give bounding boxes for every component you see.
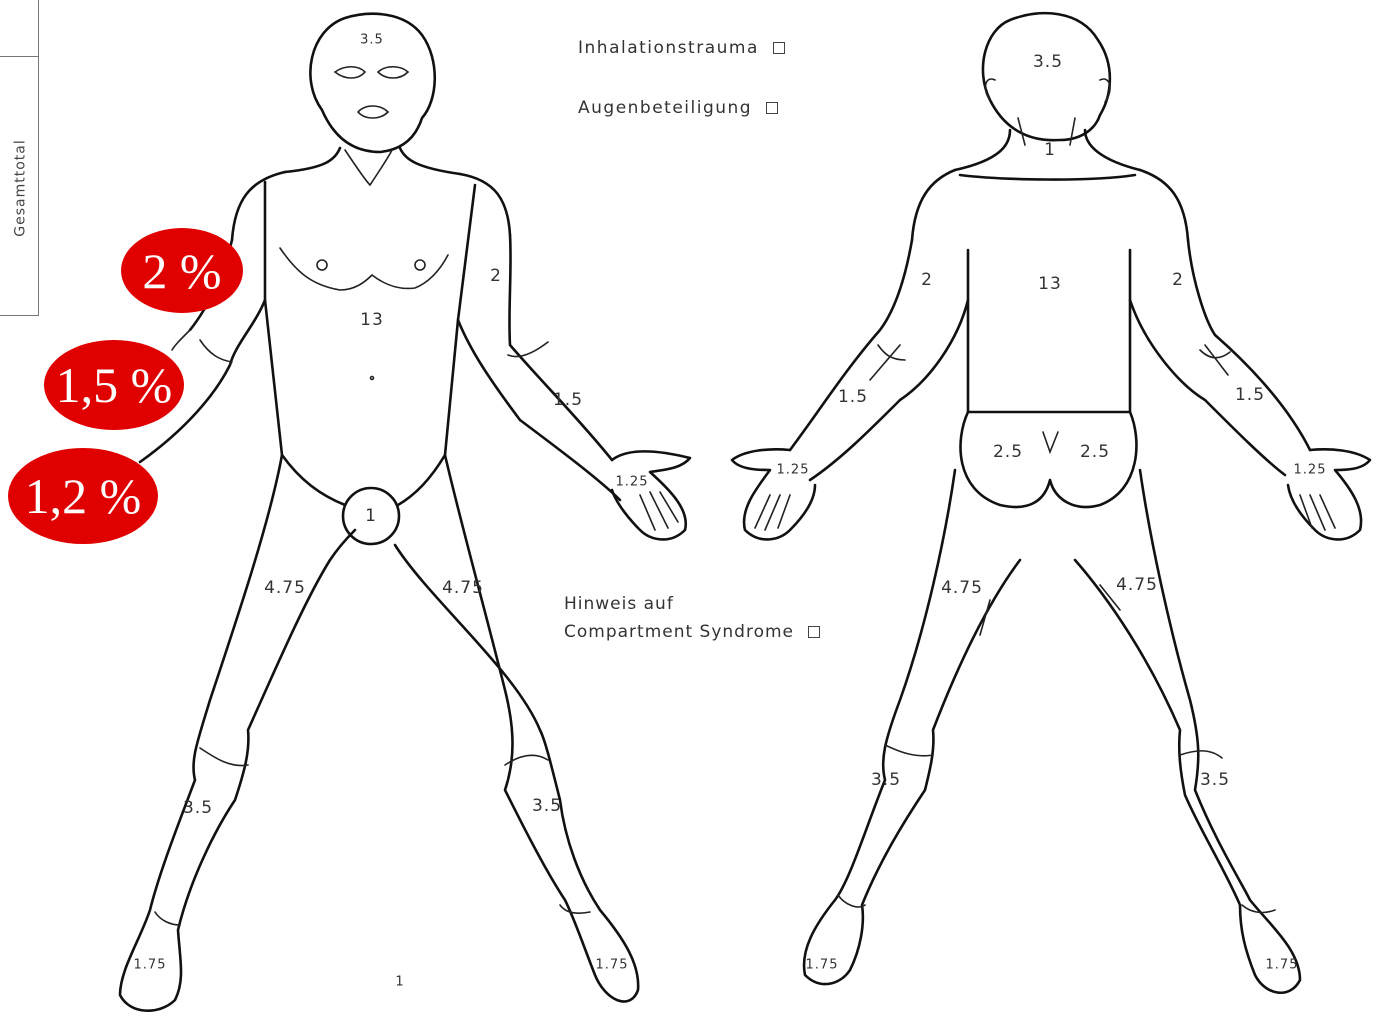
- augenbeteiligung-checkbox[interactable]: [766, 102, 778, 114]
- front-foot-label-1: 1.75: [134, 958, 167, 973]
- compartment-checkbox[interactable]: [808, 626, 820, 638]
- inhalationstrauma-label: Inhalationstrauma: [578, 38, 759, 58]
- compartment-option[interactable]: Hinweis auf Compartment Syndrome: [564, 590, 820, 646]
- percent-badge-hand: 1,2 %: [8, 448, 158, 544]
- back-forearm-label-2: 1.5: [1235, 385, 1265, 405]
- back-head-label: 3.5: [1033, 52, 1063, 72]
- back-foot-label-2: 1.75: [1266, 958, 1299, 973]
- compartment-label-line2: Compartment Syndrome: [564, 618, 794, 646]
- percent-badge-upper-arm: 2 %: [121, 228, 243, 313]
- front-head-label: 3.5: [360, 33, 384, 48]
- augenbeteiligung-label: Augenbeteiligung: [578, 98, 752, 118]
- front-forearm-label: 1.5: [553, 390, 583, 410]
- back-arm-left-viewer: [790, 240, 968, 480]
- back-upper-arm-label-1: 2: [921, 270, 933, 290]
- inhalationstrauma-checkbox[interactable]: [773, 42, 785, 54]
- back-buttocks: [960, 412, 1136, 507]
- front-calf-label-2: 3.5: [532, 796, 562, 816]
- back-leg-right-viewer: [1075, 470, 1300, 993]
- back-thigh-label-2: 4.75: [1116, 575, 1158, 595]
- back-calf-label-1: 3.5: [871, 770, 901, 790]
- back-forearm-label-1: 1.5: [838, 387, 868, 407]
- back-calf-label-2: 3.5: [1200, 770, 1230, 790]
- compartment-label-line1: Hinweis auf: [564, 590, 820, 618]
- front-upper-arm-label: 2: [490, 266, 502, 286]
- front-thigh-label-1: 4.75: [264, 578, 306, 598]
- back-foot-label-1: 1.75: [806, 958, 839, 973]
- front-hand-label: 1.25: [616, 475, 649, 490]
- front-calf-label-1: 3.5: [183, 798, 213, 818]
- footer-mark: 1: [395, 975, 404, 990]
- back-figure: [732, 13, 1370, 993]
- inhalationstrauma-option[interactable]: Inhalationstrauma: [578, 38, 785, 58]
- front-leg-left-viewer: [120, 455, 355, 1011]
- front-arm-right-viewer: [458, 235, 620, 500]
- back-hand-label-2: 1.25: [1294, 463, 1327, 478]
- back-neck-label: 1: [1044, 140, 1056, 160]
- front-foot-label-2: 1.75: [596, 958, 629, 973]
- percent-badge-forearm: 1,5 %: [44, 340, 184, 430]
- front-genital-label: 1: [365, 506, 377, 526]
- front-torso: [232, 172, 510, 505]
- back-head: [983, 13, 1110, 140]
- back-upper-arm-label-2: 2: [1172, 270, 1184, 290]
- front-trunk-label: 13: [360, 310, 384, 330]
- augenbeteiligung-option[interactable]: Augenbeteiligung: [578, 98, 778, 118]
- back-buttock-label-2: 2.5: [1080, 442, 1110, 462]
- front-figure: [120, 14, 690, 1011]
- back-trunk-label: 13: [1038, 274, 1062, 294]
- back-thigh-label-1: 4.75: [941, 578, 983, 598]
- back-hand-label-1: 1.25: [777, 463, 810, 478]
- back-buttock-label-1: 2.5: [993, 442, 1023, 462]
- back-leg-left-viewer: [804, 470, 1020, 984]
- front-thigh-label-2: 4.75: [442, 578, 484, 598]
- front-leg-right-viewer: [395, 455, 638, 1002]
